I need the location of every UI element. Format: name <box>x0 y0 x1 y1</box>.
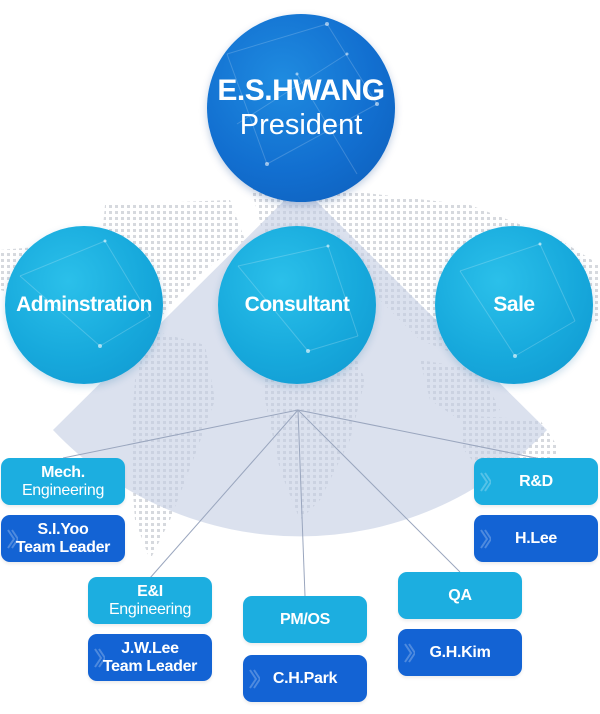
chevron-icon <box>249 668 260 689</box>
leader-eni-engineering: J.W.Lee Team Leader <box>88 634 212 681</box>
team-label: QA <box>448 586 472 604</box>
team-rnd: R&D <box>474 458 598 505</box>
president-name: E.S.HWANG <box>217 74 385 107</box>
leader-qa: G.H.Kim <box>398 629 522 676</box>
division-label: Sale <box>493 293 535 316</box>
team-pmos: PM/OS <box>243 596 367 643</box>
team-line1: Mech. <box>41 463 85 481</box>
leader-name: G.H.Kim <box>429 643 491 661</box>
division-administration: Adminstration <box>5 226 163 384</box>
chevron-icon <box>7 528 18 549</box>
team-line2: Engineering <box>21 481 105 499</box>
network-pattern <box>19 239 151 348</box>
president-title: President <box>239 109 363 141</box>
chevron-icon <box>480 471 491 492</box>
division-label: Adminstration <box>16 293 152 316</box>
network-pattern <box>459 242 576 358</box>
president-node: E.S.HWANG President <box>207 14 395 202</box>
leader-name: H.Lee <box>514 529 558 547</box>
leader-mech-engineering: S.I.Yoo Team Leader <box>1 515 125 562</box>
division-consultant: Consultant <box>218 226 376 384</box>
leader-role: Team Leader <box>15 538 111 556</box>
connector-lines <box>62 409 537 597</box>
leader-name: J.W.Lee <box>121 639 179 657</box>
team-line1: E&I <box>137 582 163 600</box>
division-label: Consultant <box>244 293 350 316</box>
team-mech-engineering: Mech. Engineering <box>1 458 125 505</box>
team-line2: Engineering <box>108 600 192 618</box>
leader-name: C.H.Park <box>272 669 338 687</box>
team-qa: QA <box>398 572 522 619</box>
leader-rnd: H.Lee <box>474 515 598 562</box>
team-eni-engineering: E&I Engineering <box>88 577 212 624</box>
chevron-icon <box>404 642 415 663</box>
chevron-icon <box>480 528 491 549</box>
chevron-icon <box>94 647 105 668</box>
leader-name: S.I.Yoo <box>37 520 89 538</box>
network-pattern <box>237 244 359 353</box>
leader-pmos: C.H.Park <box>243 655 367 702</box>
team-label: PM/OS <box>279 610 331 628</box>
division-sale: Sale <box>435 226 593 384</box>
network-pattern <box>226 22 379 175</box>
leader-role: Team Leader <box>102 657 198 675</box>
team-label: R&D <box>519 472 553 490</box>
